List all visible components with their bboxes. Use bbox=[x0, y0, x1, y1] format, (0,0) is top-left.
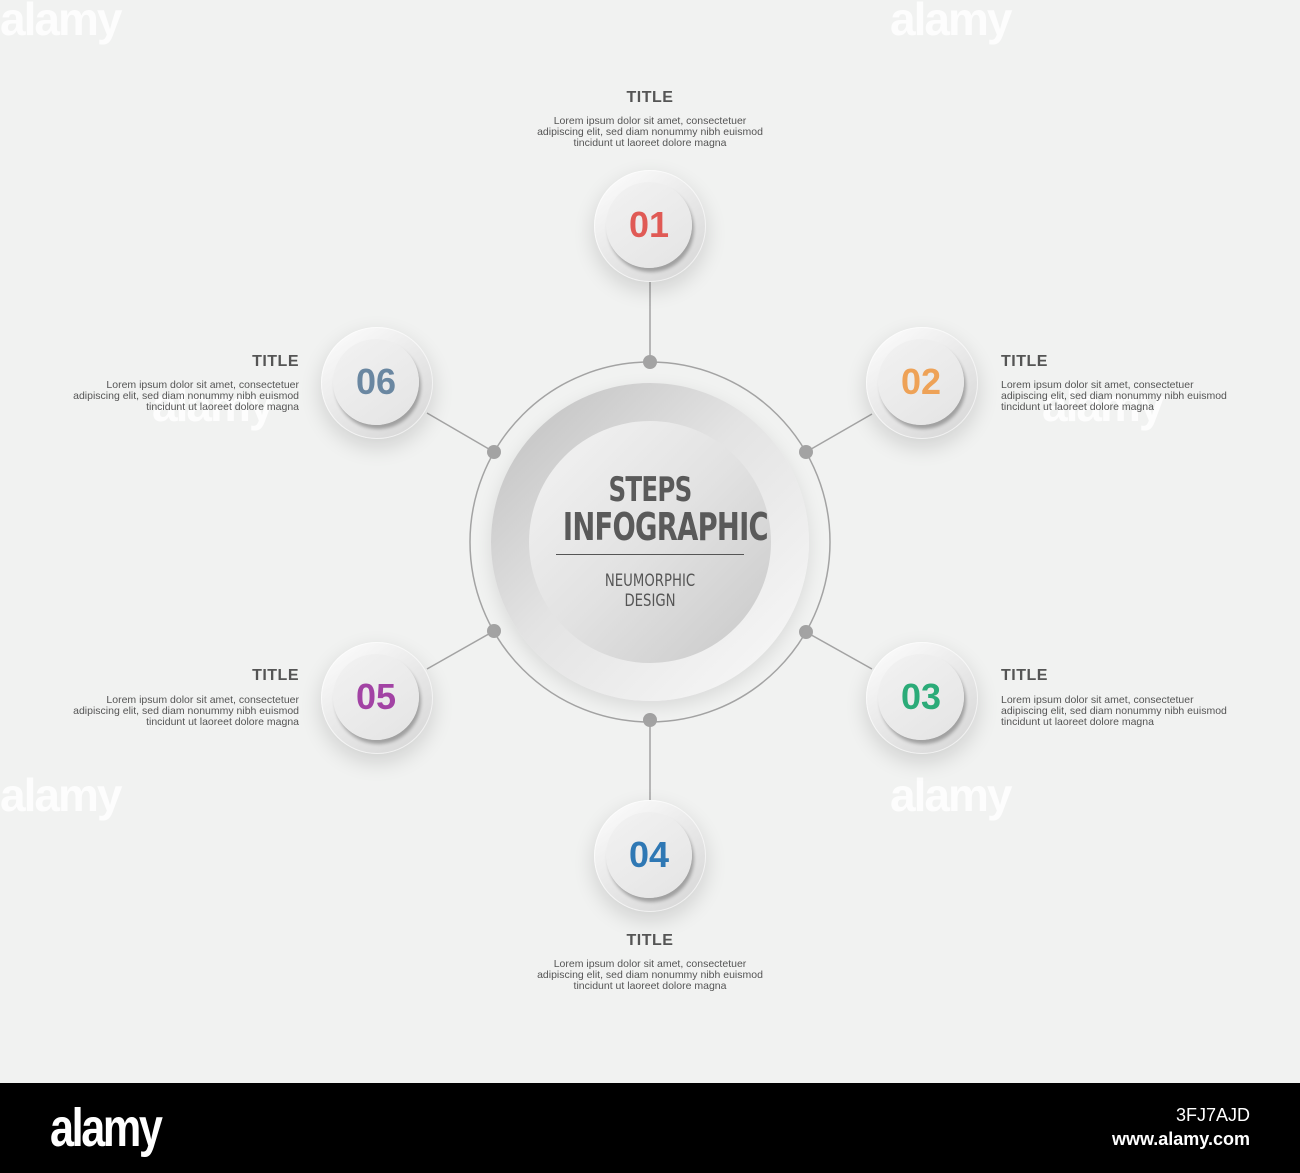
connector-line-02 bbox=[805, 413, 873, 453]
step-description: Lorem ipsum dolor sit amet, consectetuer… bbox=[73, 694, 299, 728]
connector-dot-03 bbox=[799, 625, 813, 639]
step-title: TITLE bbox=[252, 353, 299, 370]
center-hub-inner bbox=[529, 421, 771, 663]
center-title-line2: INFOGRAPHIC bbox=[562, 505, 769, 549]
step-number: 05 bbox=[355, 676, 397, 717]
step-title: TITLE bbox=[626, 89, 674, 106]
center-divider bbox=[556, 554, 744, 555]
step-badge-face: 04 bbox=[606, 812, 692, 898]
step-description: Lorem ipsum dolor sit amet, consectetuer… bbox=[73, 379, 299, 413]
connector-dot-02 bbox=[799, 445, 813, 459]
step-badge-02: 02 bbox=[866, 327, 978, 439]
step-badge-face: 03 bbox=[878, 654, 964, 740]
step-description: Lorem ipsum dolor sit amet, consectetuer… bbox=[537, 958, 763, 992]
center-title-line1: STEPS bbox=[608, 470, 692, 510]
step-description: Lorem ipsum dolor sit amet, consectetuer… bbox=[1001, 379, 1227, 413]
step-badge-06: 06 bbox=[321, 327, 433, 439]
step-badge-face: 02 bbox=[878, 339, 964, 425]
step-title: TITLE bbox=[1001, 353, 1048, 370]
step-title: TITLE bbox=[1001, 667, 1048, 684]
step-number: 04 bbox=[628, 834, 670, 875]
image-id: 3FJ7AJD bbox=[1175, 1105, 1250, 1125]
center-subtitle-line2: DESIGN bbox=[624, 591, 676, 611]
connector-dot-06 bbox=[487, 445, 501, 459]
site-url: www.alamy.com bbox=[1111, 1129, 1250, 1149]
step-badge-05: 05 bbox=[321, 642, 433, 754]
step-number: 03 bbox=[900, 676, 942, 717]
step-description: Lorem ipsum dolor sit amet, consectetuer… bbox=[1001, 694, 1227, 728]
step-number: 06 bbox=[355, 361, 397, 402]
infographic-canvas: alamy alamy alamy alamy alamy alamy alam… bbox=[0, 0, 1227, 992]
step-title: TITLE bbox=[626, 932, 674, 949]
step-badge-01: 01 bbox=[594, 170, 706, 282]
step-title: TITLE bbox=[252, 667, 299, 684]
step-badge-face: 05 bbox=[333, 654, 419, 740]
connector-diagram bbox=[426, 282, 873, 800]
step-description: Lorem ipsum dolor sit amet, consectetuer… bbox=[537, 115, 763, 149]
step-badge-03: 03 bbox=[866, 642, 978, 754]
step-badge-04: 04 bbox=[594, 800, 706, 912]
step-badge-face: 01 bbox=[606, 182, 692, 268]
connector-line-03 bbox=[805, 631, 873, 670]
connector-dot-01 bbox=[643, 355, 657, 369]
watermark-footer: alamy 3FJ7AJD www.alamy.com bbox=[0, 1083, 1300, 1173]
connector-dot-05 bbox=[487, 624, 501, 638]
step-number: 01 bbox=[628, 204, 670, 245]
connector-line-05 bbox=[426, 630, 495, 670]
center-subtitle-line1: NEUMORPHIC bbox=[604, 571, 696, 591]
step-number: 02 bbox=[900, 361, 942, 402]
step-badge-face: 06 bbox=[333, 339, 419, 425]
alamy-logo: alamy bbox=[50, 1098, 163, 1158]
connector-line-06 bbox=[426, 412, 495, 453]
connector-dot-04 bbox=[643, 713, 657, 727]
